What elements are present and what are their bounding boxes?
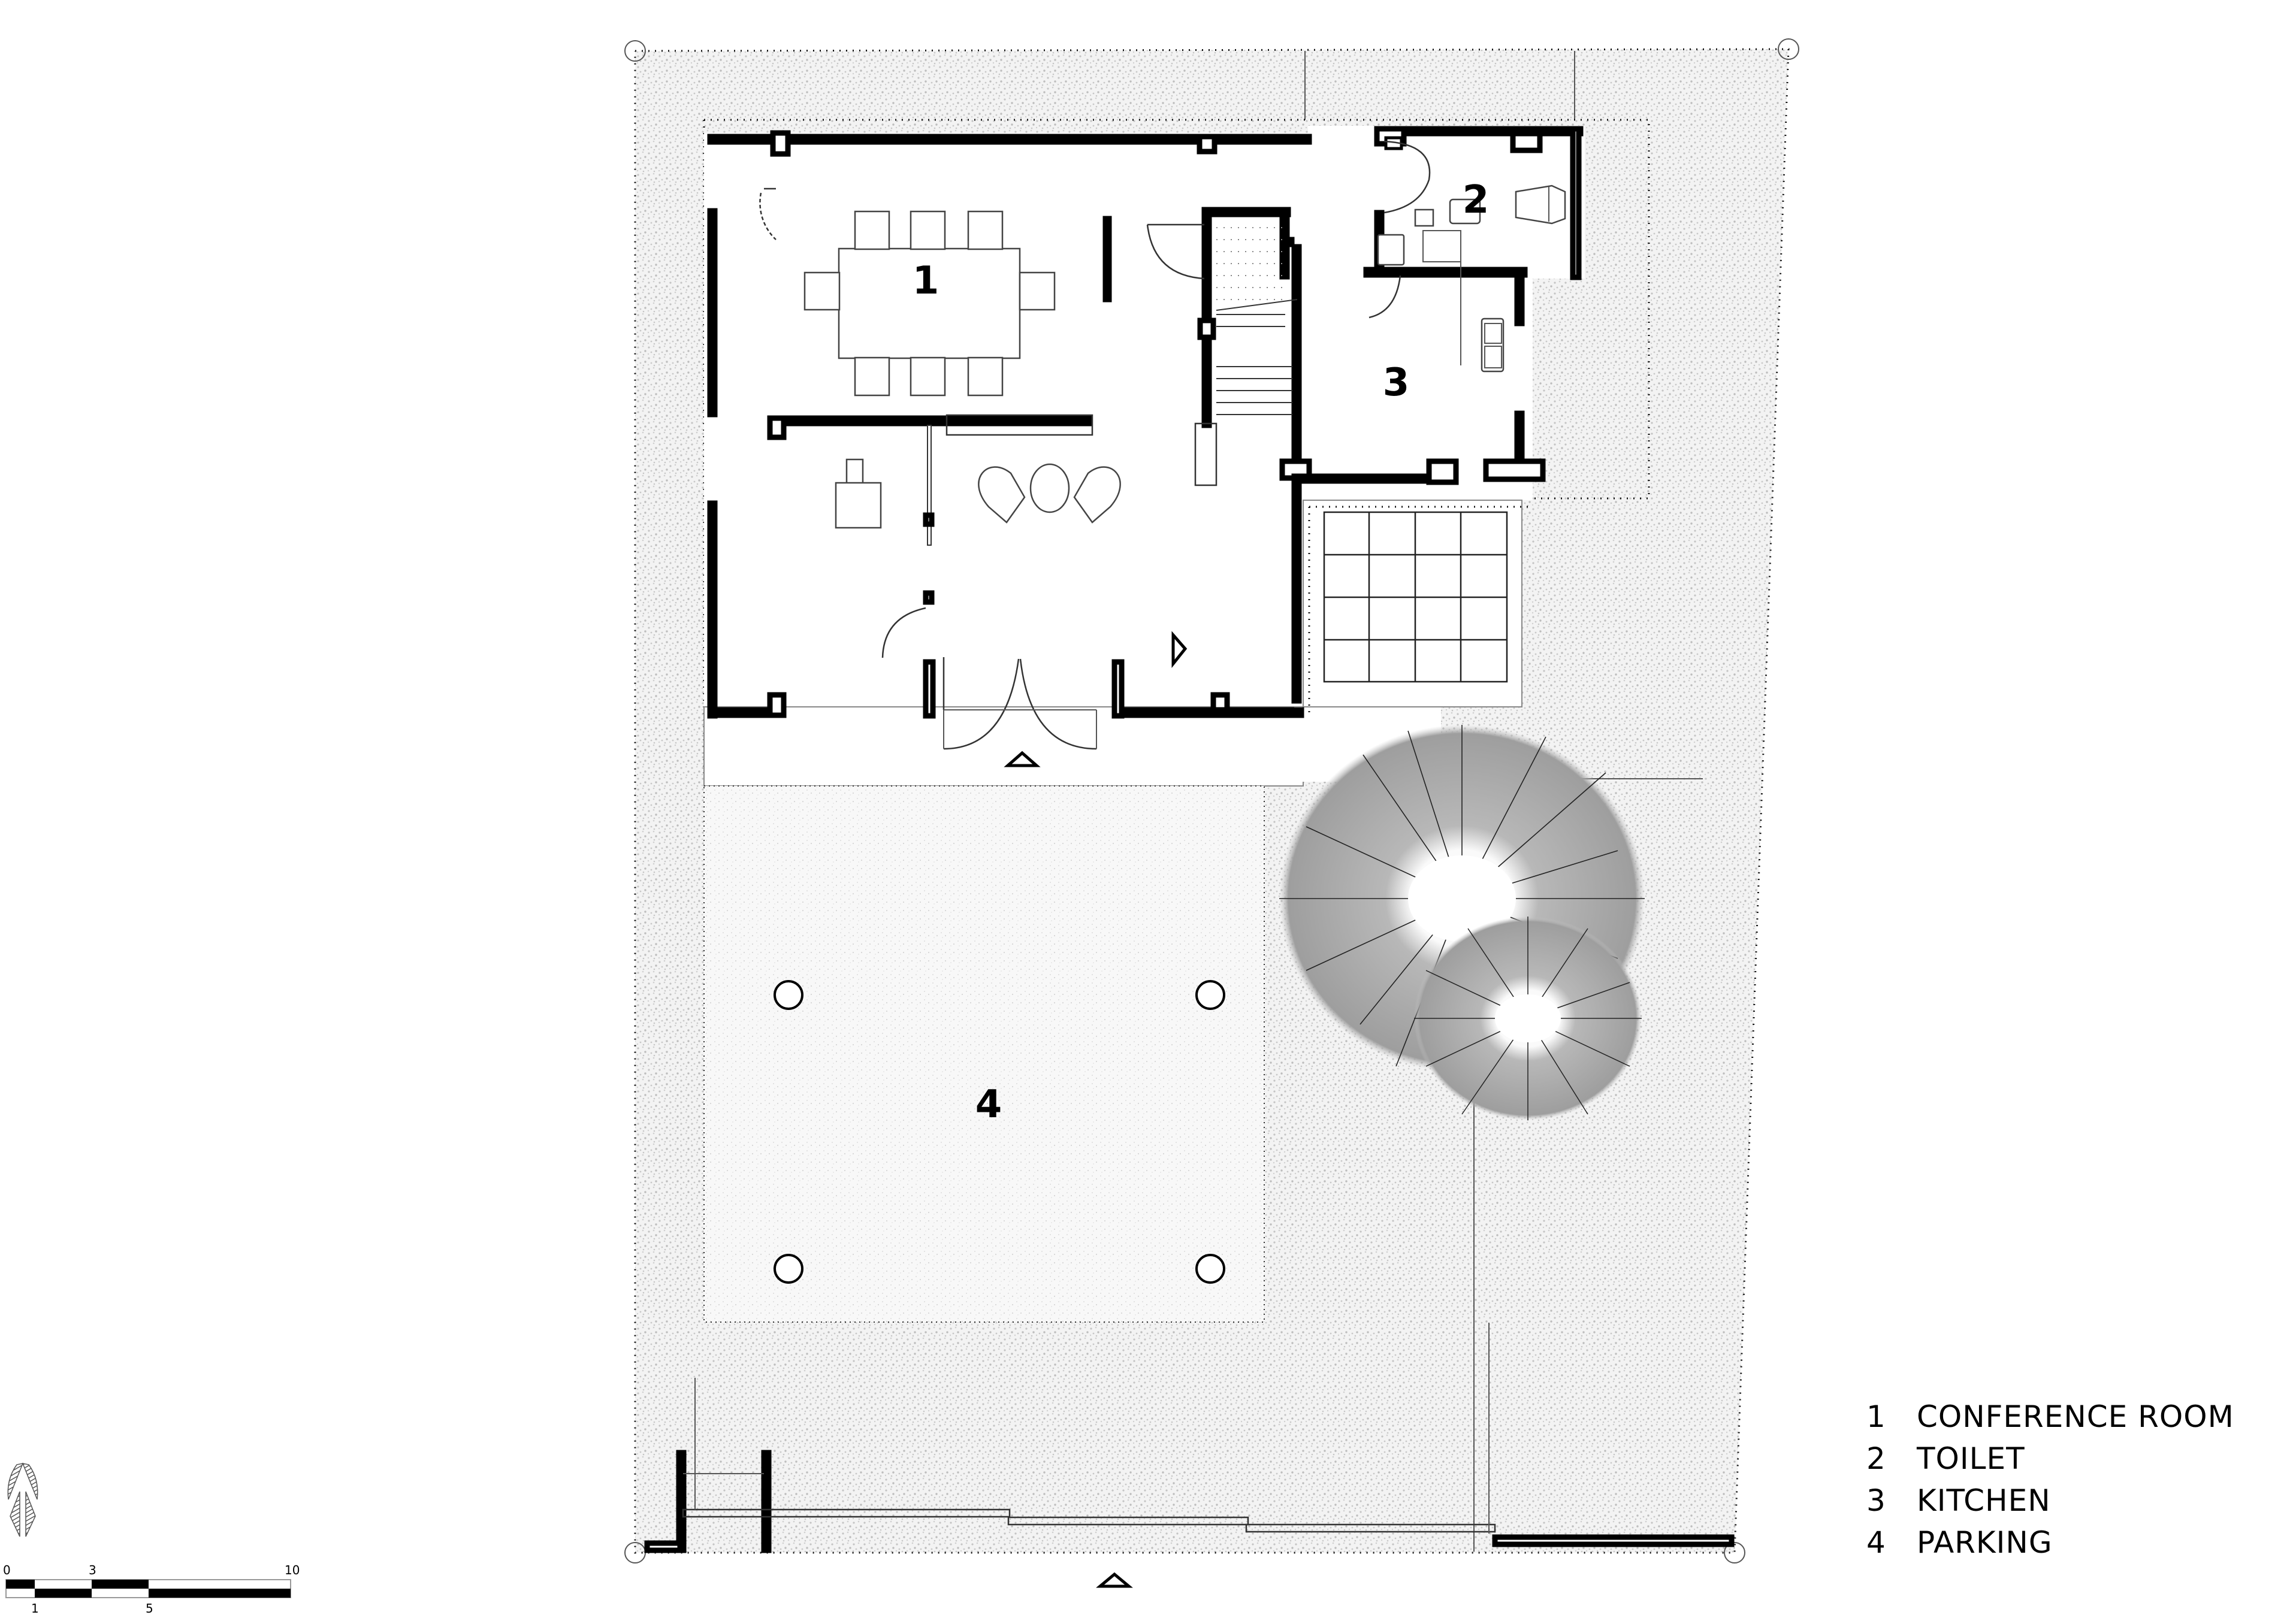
office-furniture <box>835 414 1121 529</box>
site-walls <box>644 1323 1735 1553</box>
legend-item: 4 PARKING <box>1866 1522 2234 1563</box>
legend-item: 2 TOILET <box>1866 1438 2234 1480</box>
entrance-arrow-icon <box>1096 1572 1133 1588</box>
legend-label: KITCHEN <box>1917 1483 2051 1518</box>
legend-label: PARKING <box>1917 1525 2053 1560</box>
legend-number: 1 <box>1866 1399 1886 1434</box>
parking-column <box>774 1254 803 1284</box>
staircase <box>1146 223 1298 486</box>
walls <box>707 126 1584 719</box>
svg-text:1: 1 <box>31 1601 39 1616</box>
tree-icon <box>1279 725 1645 1120</box>
legend-item: 3 KITCHEN <box>1866 1480 2234 1522</box>
toilet-fixtures <box>1383 140 1566 227</box>
legend-number: 2 <box>1866 1441 1886 1476</box>
svg-text:10: 10 <box>285 1563 300 1577</box>
scale-bar: 0 3 10 1 5 <box>3 1563 300 1616</box>
room-number-2: 2 <box>1463 178 1490 222</box>
parking-column <box>1195 980 1225 1010</box>
room-labels: 1 2 3 4 <box>913 178 1490 1127</box>
legend-label: TOILET <box>1917 1441 2025 1476</box>
parking-area <box>703 785 1265 1323</box>
parking-column <box>774 980 803 1010</box>
kitchen-fixtures <box>1368 230 1505 373</box>
door-swing <box>759 187 777 240</box>
entrance-arrow-icon <box>1171 631 1188 669</box>
legend-label: CONFERENCE ROOM <box>1917 1399 2234 1434</box>
site-corner-marker <box>624 40 646 62</box>
room-number-4: 4 <box>975 1082 1002 1127</box>
legend-number: 4 <box>1866 1525 1886 1560</box>
parking-column <box>1195 1254 1225 1284</box>
svg-text:0: 0 <box>3 1563 11 1577</box>
main-door-swing <box>881 607 1097 750</box>
courtyard-tile-grid <box>1303 500 1528 714</box>
entrance-markers <box>1004 631 1188 1588</box>
conference-table <box>803 210 1056 397</box>
room-number-3: 3 <box>1383 361 1410 405</box>
room-number-1: 1 <box>913 259 939 303</box>
svg-text:3: 3 <box>89 1563 96 1577</box>
legend-number: 3 <box>1866 1483 1886 1518</box>
room-legend: 1 CONFERENCE ROOM 2 TOILET 3 KITCHEN 4 P… <box>1866 1396 2234 1563</box>
legend-item: 1 CONFERENCE ROOM <box>1866 1396 2234 1438</box>
svg-text:5: 5 <box>146 1601 153 1616</box>
site-corner-marker <box>1778 38 1799 60</box>
north-arrow-icon <box>7 1462 38 1537</box>
entrance-arrow-icon <box>1004 751 1041 767</box>
site-corner-marker <box>1724 1542 1745 1563</box>
